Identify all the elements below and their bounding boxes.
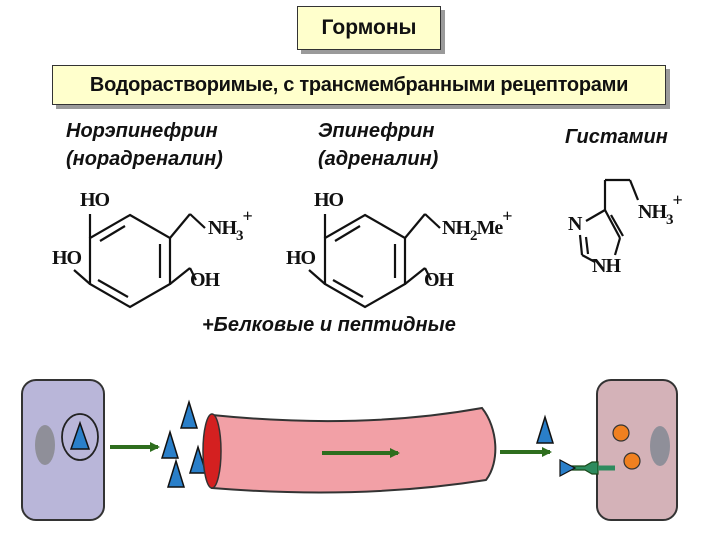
membrane-receptor bbox=[559, 459, 615, 477]
norepinephrine-amine-sub: 3 bbox=[236, 228, 243, 244]
histamine-structure bbox=[578, 178, 640, 263]
diagram-subtitle: Водорастворимые, с трансмембранными реце… bbox=[89, 73, 629, 96]
histamine-amine: NH3 + bbox=[638, 191, 683, 228]
epinephrine-ho-left: HO bbox=[286, 247, 316, 269]
norepinephrine-amine-nh: NH bbox=[208, 217, 237, 239]
epinephrine-amine-sub: 2 bbox=[470, 228, 477, 244]
epinephrine-ho-top: HO bbox=[314, 189, 344, 211]
histamine-amine-sub: 3 bbox=[666, 212, 673, 228]
norepinephrine-alt-name: (норадреналин) bbox=[66, 148, 223, 170]
norepinephrine-amine-charge: + bbox=[242, 206, 253, 226]
diagram-title: Гормоны bbox=[321, 16, 417, 39]
norepinephrine-structure bbox=[73, 213, 206, 309]
epinephrine-structure bbox=[308, 213, 441, 309]
hormone-molecules-secreted bbox=[160, 399, 208, 488]
norepinephrine-ho-top: HO bbox=[80, 189, 110, 211]
epinephrine-amine: NH2Me+ bbox=[442, 207, 513, 244]
epinephrine-amine-me: Me bbox=[476, 217, 504, 239]
epinephrine-name: Эпинефрин bbox=[318, 120, 435, 142]
hormone-molecule-transit bbox=[535, 414, 555, 444]
epinephrine-oh: OH bbox=[424, 269, 454, 291]
epinephrine-amine-nh: NH bbox=[442, 217, 471, 239]
norepinephrine-name: Норэпинефрин bbox=[66, 120, 218, 142]
histamine-ring-nh: NH bbox=[592, 255, 621, 277]
protein-peptide-note: +Белковые и пептидные bbox=[202, 314, 456, 336]
histamine-ring-n: N bbox=[568, 213, 582, 235]
epinephrine-amine-charge: + bbox=[502, 206, 512, 226]
histamine-amine-nh: NH bbox=[638, 201, 667, 223]
target-cell bbox=[596, 379, 678, 521]
norepinephrine-oh: OH bbox=[190, 269, 220, 291]
histamine-name: Гистамин bbox=[565, 126, 668, 148]
epinephrine-alt-name: (адреналин) bbox=[318, 148, 439, 170]
histamine-amine-charge: + bbox=[672, 190, 683, 210]
subtitle-box: Водорастворимые, с трансмембранными реце… bbox=[52, 65, 666, 105]
norepinephrine-amine: NH3 + bbox=[208, 207, 253, 244]
secreting-cell bbox=[21, 379, 105, 521]
blood-vessel bbox=[202, 406, 497, 494]
norepinephrine-ho-left: HO bbox=[52, 247, 82, 269]
title-box: Гормоны bbox=[297, 6, 441, 50]
